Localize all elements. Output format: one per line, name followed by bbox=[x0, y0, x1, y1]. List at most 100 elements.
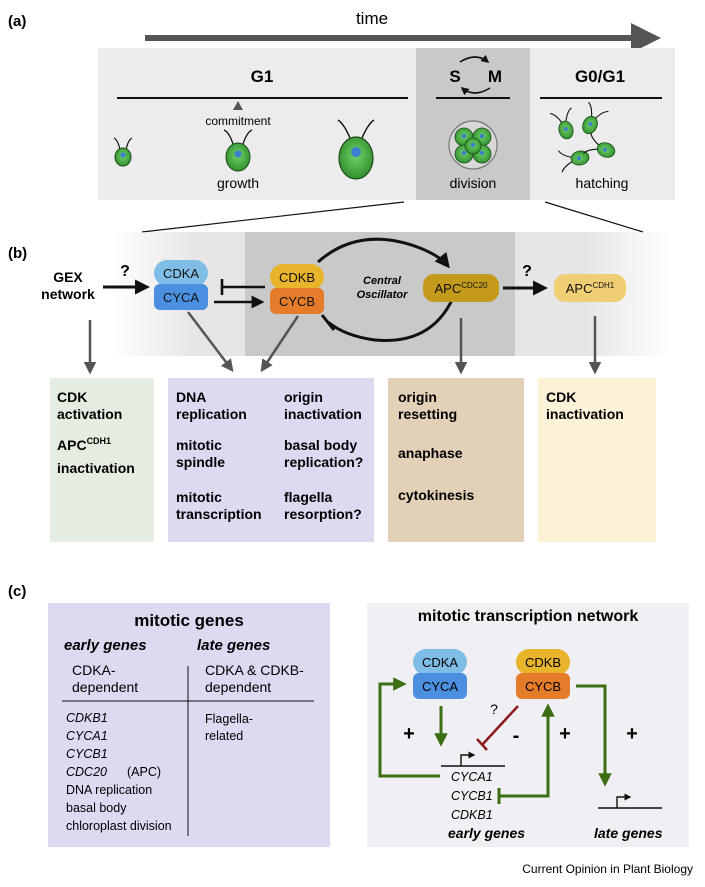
box1-line1: CDK bbox=[57, 389, 87, 405]
red-inhibit-bar bbox=[476, 738, 488, 751]
box1-line4: inactivation bbox=[57, 460, 135, 476]
cycb-pill bbox=[270, 288, 324, 314]
early-other-1: basal body bbox=[66, 801, 127, 815]
cyca-pill bbox=[154, 284, 208, 310]
gex-label-line2: network bbox=[41, 286, 95, 302]
box2-left-1: replication bbox=[176, 406, 247, 422]
box1-line2: activation bbox=[57, 406, 122, 422]
box4-line1: CDK bbox=[546, 389, 576, 405]
early-dependency-line2: dependent bbox=[72, 679, 138, 695]
division-label: division bbox=[450, 175, 497, 191]
box2-left-3: spindle bbox=[176, 454, 225, 470]
network-gene-1: CYCB1 bbox=[451, 789, 493, 803]
late-list-line2: related bbox=[205, 729, 243, 743]
early-gene-3: CDC20 bbox=[66, 765, 107, 779]
commitment-marker bbox=[233, 101, 243, 110]
mitotic-genes-title: mitotic genes bbox=[134, 611, 244, 630]
panel-b-label: (b) bbox=[8, 245, 27, 262]
mitotic-genes-box bbox=[48, 603, 330, 847]
panel-a-label: (a) bbox=[8, 13, 26, 30]
box-oscillator-functions bbox=[168, 378, 374, 542]
cdkb-to-box2-arrow bbox=[260, 315, 300, 373]
cdka-pill bbox=[154, 260, 208, 286]
cycb1-feedback-loop bbox=[499, 703, 555, 798]
plus-sign-left: + bbox=[403, 723, 415, 745]
inhibition-question-mark: ? bbox=[490, 701, 498, 717]
late-list-line1: Flagella- bbox=[205, 712, 253, 726]
box-cdk-inactivation bbox=[538, 378, 656, 542]
cycb-label: CYCB bbox=[279, 294, 315, 309]
journal-footer: Current Opinion in Plant Biology bbox=[522, 862, 693, 876]
box3-line3: anaphase bbox=[398, 445, 463, 461]
zoom-line-right bbox=[544, 201, 644, 233]
box2-left-column: DNA replication mitotic spindle mitotic … bbox=[176, 389, 262, 522]
medium-cell-icon bbox=[223, 129, 253, 172]
cdka-label: CDKA bbox=[163, 266, 199, 281]
network-cdkb-label: CDKB bbox=[525, 655, 561, 670]
large-cell-icon bbox=[337, 119, 375, 180]
central-oscillator-line1: Central bbox=[363, 275, 402, 287]
box-apc-cdc20-functions bbox=[388, 378, 524, 542]
g1-label: G1 bbox=[251, 67, 274, 86]
plus-sign-middle: + bbox=[559, 723, 571, 745]
commitment-label: commitment bbox=[205, 114, 271, 128]
sm-cycle-arrow-bottom bbox=[460, 86, 491, 96]
early-gene-1: CYCA1 bbox=[66, 729, 108, 743]
hatching-cells-icon bbox=[550, 101, 616, 173]
apc-cdh1-node: APCCDH1 bbox=[554, 274, 626, 302]
box1-line3: APCCDH1 bbox=[57, 436, 111, 453]
cdkb-label: CDKB bbox=[279, 270, 315, 285]
box3-line2: resetting bbox=[398, 406, 457, 422]
growth-label: growth bbox=[217, 175, 259, 191]
box2-right-1: inactivation bbox=[284, 406, 362, 422]
box3-line1: origin bbox=[398, 389, 437, 405]
cdkb-inhibits-transcription bbox=[481, 705, 519, 746]
box-cdk-activation bbox=[50, 378, 154, 542]
early-other-0: DNA replication bbox=[66, 783, 152, 797]
apc-inhibit-bar bbox=[320, 314, 336, 331]
box3-line4: cytokinesis bbox=[398, 487, 474, 503]
early-gene-list: CDKB1 CYCA1 CYCB1 CDC20 (APC) DNA replic… bbox=[66, 711, 172, 833]
late-dependency-line2: dependent bbox=[205, 679, 271, 695]
panel-a-background bbox=[98, 48, 675, 200]
early-genes-network-label: early genes bbox=[448, 825, 525, 841]
apc-cdh1-label: APCCDH1 bbox=[566, 281, 615, 296]
plus-sign-right: + bbox=[626, 723, 638, 745]
sm-cycle-arrow-top bbox=[459, 54, 490, 64]
apc-cdc20-node: APCCDC20 bbox=[423, 274, 499, 302]
zoom-line-left bbox=[141, 201, 405, 233]
network-cycb-label: CYCB bbox=[525, 679, 561, 694]
box2-right-5: resorption? bbox=[284, 506, 362, 522]
late-genes-network-label: late genes bbox=[594, 825, 663, 841]
box2-right-2: basal body bbox=[284, 437, 357, 453]
panel-c-label: (c) bbox=[8, 583, 26, 600]
cdka-to-box2-arrow bbox=[187, 311, 234, 372]
box2-right-column: origin inactivation basal body replicati… bbox=[284, 389, 363, 522]
box2-left-4: mitotic bbox=[176, 489, 222, 505]
network-cyca-label: CYCA bbox=[422, 679, 458, 694]
apc-inhibits-cdkb-arc bbox=[327, 299, 454, 342]
apc-question-mark: ? bbox=[522, 263, 532, 280]
gex-question-mark: ? bbox=[120, 263, 130, 280]
late-dependency-line1: CDKA & CDKB- bbox=[205, 662, 304, 678]
cyca-label: CYCA bbox=[163, 290, 199, 305]
box4-line2: inactivation bbox=[546, 406, 624, 422]
cdkb-pill bbox=[270, 264, 324, 290]
network-gene-0: CYCA1 bbox=[451, 770, 493, 784]
m-phase-label: M bbox=[488, 67, 502, 86]
early-dependency-line1: CDKA- bbox=[72, 662, 116, 678]
time-label: time bbox=[356, 9, 388, 28]
central-oscillator-line2: Oscillator bbox=[357, 289, 408, 301]
box2-right-0: origin bbox=[284, 389, 323, 405]
s-phase-label: S bbox=[449, 67, 460, 86]
dividing-cells-icon bbox=[448, 120, 498, 170]
network-cdka-label: CDKA bbox=[422, 655, 458, 670]
box2-left-2: mitotic bbox=[176, 437, 222, 453]
box2-right-3: replication? bbox=[284, 454, 363, 470]
box2-left-0: DNA bbox=[176, 389, 206, 405]
late-genes-promoter bbox=[598, 793, 662, 809]
apc-cdc20-label: APCCDC20 bbox=[435, 281, 489, 296]
early-gene-0: CDKB1 bbox=[66, 711, 108, 725]
cdkb-activates-apc-arc bbox=[317, 237, 450, 269]
